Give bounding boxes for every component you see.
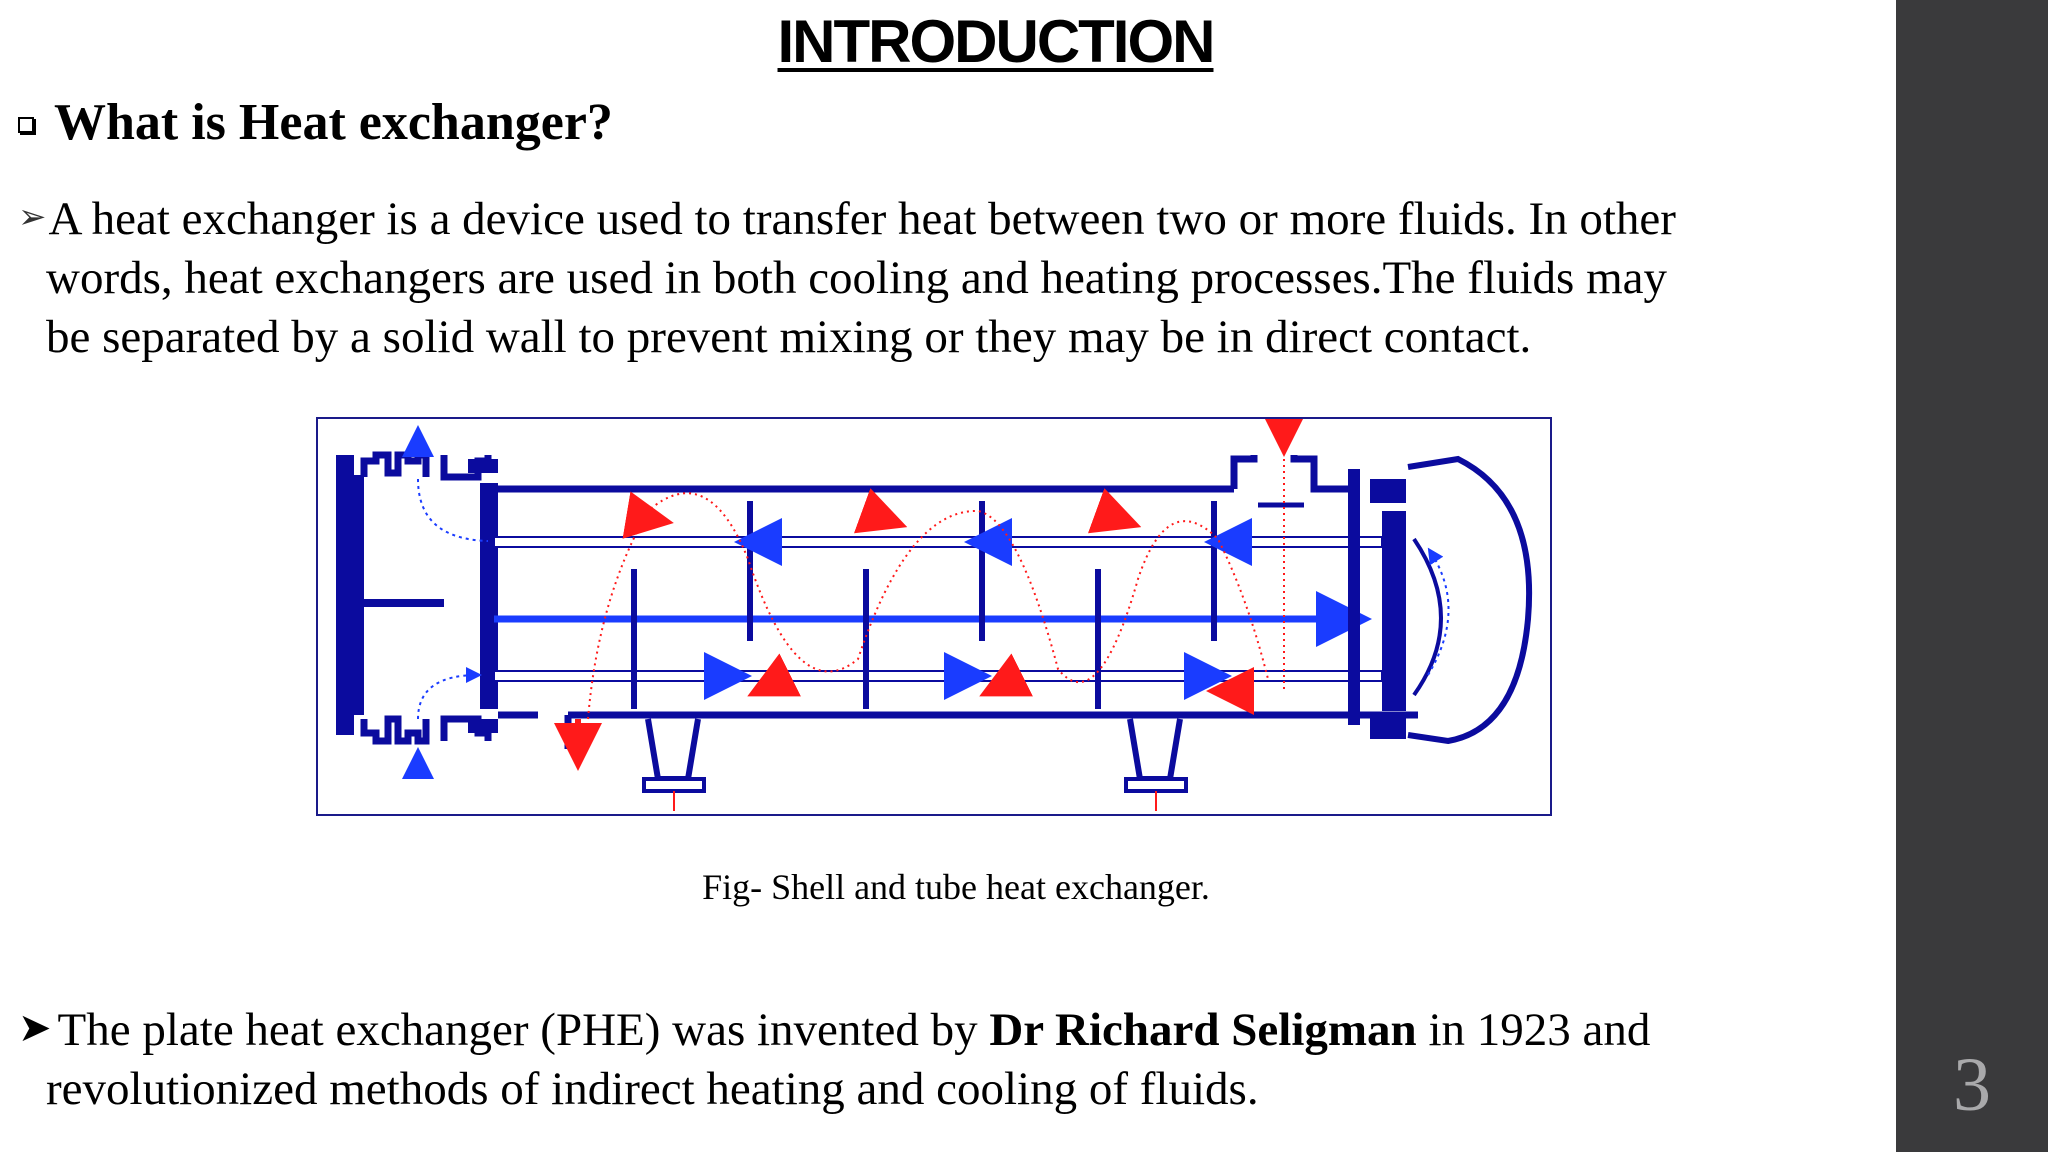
side-panel: 3	[1896, 0, 2048, 1152]
history-line-2: revolutionized methods of indirect heati…	[46, 1063, 1259, 1115]
shell-and-tube-drawing	[336, 419, 1533, 811]
right-tube-sheet	[1382, 511, 1406, 711]
right-support	[1127, 718, 1183, 782]
definition-line-2: words, heat exchangers are used in both …	[46, 252, 1668, 304]
solid-arrowhead-icon: ➤	[18, 1005, 52, 1050]
definition-line-3: be separated by a solid wall to prevent …	[46, 311, 1532, 363]
heat-exchanger-diagram	[316, 417, 1552, 816]
outline-arrowhead-icon: ➢	[18, 199, 47, 236]
left-head-cover	[354, 475, 364, 715]
left-head-flange	[336, 455, 354, 735]
hollow-square-icon	[18, 117, 34, 133]
question-heading: What is Heat exchanger?	[18, 90, 613, 156]
history-paragraph: ➤The plate heat exchanger (PHE) was inve…	[18, 998, 1878, 1119]
left-support	[645, 718, 701, 782]
figure-caption: Fig- Shell and tube heat exchanger.	[702, 867, 1210, 907]
upper-tube	[493, 536, 1383, 548]
inventor-name: Dr Richard Seligman	[989, 1004, 1417, 1056]
history-line-1: ➤The plate heat exchanger (PHE) was inve…	[18, 998, 1878, 1060]
definition-line-1: ➢A heat exchanger is a device used to tr…	[18, 188, 1878, 249]
definition-paragraph: ➢A heat exchanger is a device used to tr…	[18, 188, 1878, 367]
slide-number: 3	[1953, 1043, 1991, 1127]
slide-content-area: INTRODUCTION What is Heat exchanger? ➢A …	[18, 8, 1878, 1119]
floating-head-cover	[1407, 455, 1533, 745]
question-text: What is Heat exchanger?	[54, 94, 613, 151]
slide-title: INTRODUCTION	[777, 8, 1216, 75]
lower-tube	[493, 670, 1383, 682]
